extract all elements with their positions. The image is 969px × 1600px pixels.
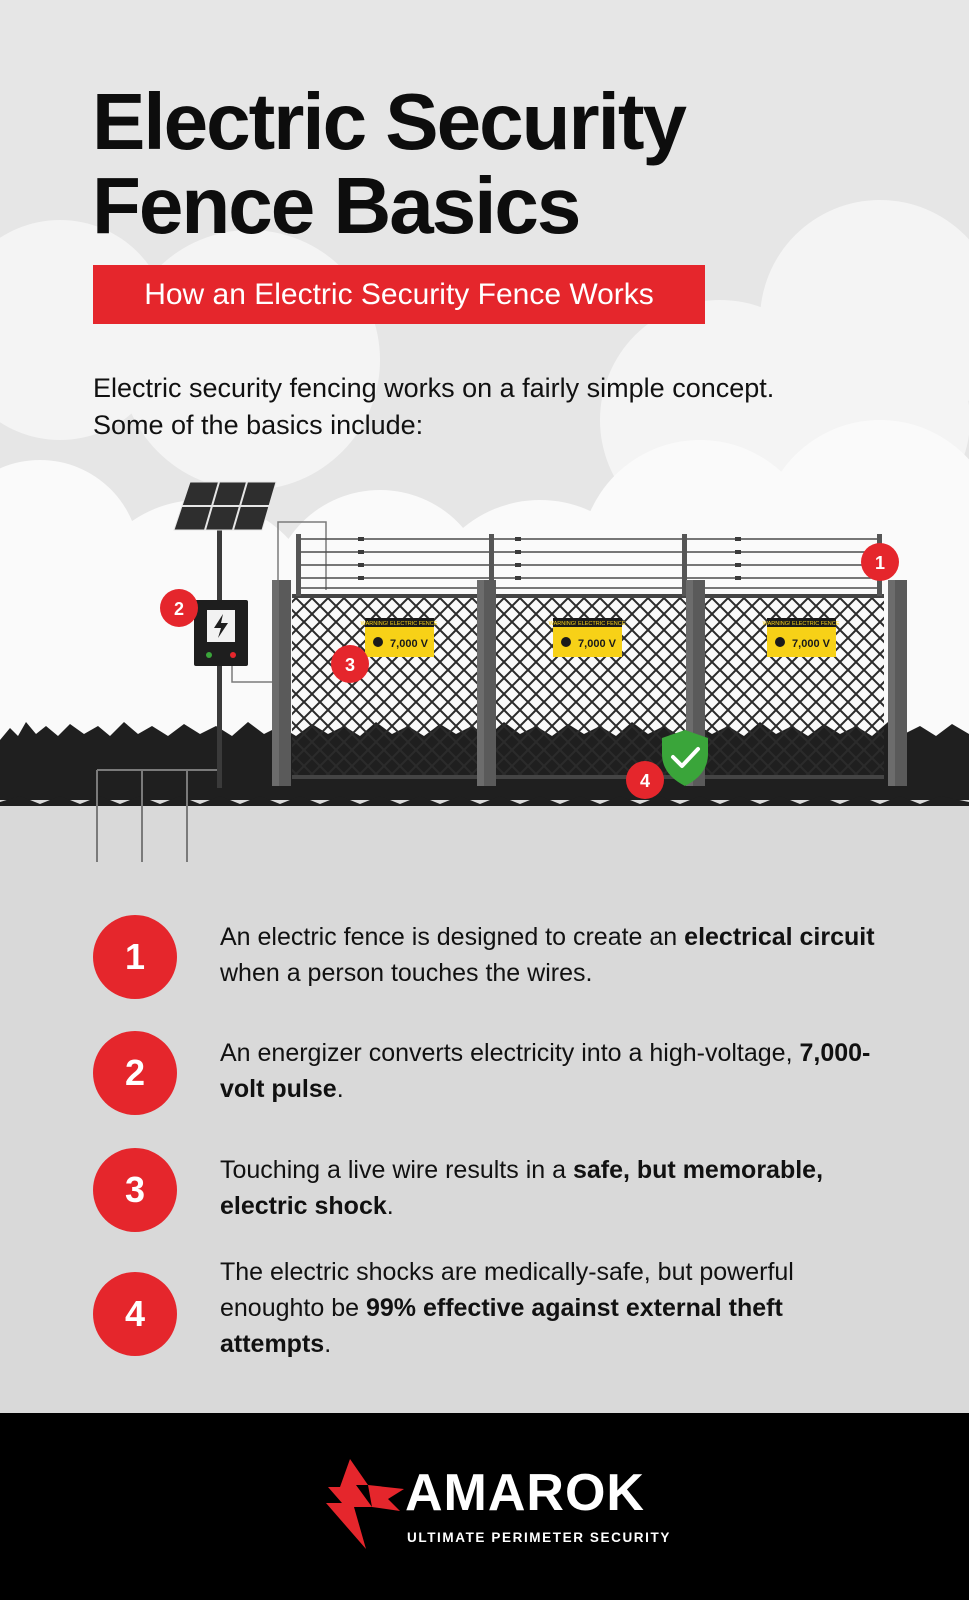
warning-sign-2: WARNING! ELECTRIC FENCE 7,000 V xyxy=(549,618,626,657)
point-text: An electric fence is designed to create … xyxy=(220,923,875,987)
amarok-logo-icon xyxy=(326,1459,404,1549)
number-badge: 1 xyxy=(93,915,177,999)
sign-voltage-text: 7,000 V xyxy=(792,638,831,650)
title-line-1: Electric Security xyxy=(92,77,687,166)
live-wires xyxy=(296,538,882,589)
energizer-box xyxy=(194,600,248,666)
fence-illustration: WARNING! ELECTRIC FENCE 7,000 V WARNING!… xyxy=(0,481,969,890)
subtitle-banner: How an Electric Security Fence Works xyxy=(93,265,705,324)
footer: AMAROK ULTIMATE PERIMETER SECURITY xyxy=(0,1413,969,1600)
shield-check-icon xyxy=(662,730,708,786)
svg-text:4: 4 xyxy=(640,771,650,791)
sign-warning-text: WARNING! ELECTRIC FENCE xyxy=(361,621,438,627)
marker-1: 1 xyxy=(861,543,899,581)
title-line-2: Fence Basics xyxy=(92,161,581,250)
warning-sign-1: WARNING! ELECTRIC FENCE 7,000 V xyxy=(361,618,438,657)
svg-text:1: 1 xyxy=(875,553,885,573)
sign-voltage-text: 7,000 V xyxy=(578,638,617,650)
sign-warning-text: WARNING! ELECTRIC FENCE xyxy=(549,621,626,627)
brand-name: AMAROK xyxy=(405,1464,645,1522)
intro-line-2: Some of the basics include: xyxy=(93,410,424,440)
point-text: Touching a live wire results in a safe, … xyxy=(220,1156,824,1220)
number-badge: 4 xyxy=(93,1272,177,1356)
warning-sign-3: WARNING! ELECTRIC FENCE 7,000 V xyxy=(763,618,840,657)
brand-tagline: ULTIMATE PERIMETER SECURITY xyxy=(407,1530,671,1545)
ground-rods xyxy=(96,769,218,862)
sign-voltage-text: 7,000 V xyxy=(390,638,429,650)
number-badge: 3 xyxy=(93,1148,177,1232)
point-text: An energizer converts electricity into a… xyxy=(220,1039,871,1103)
marker-3: 3 xyxy=(331,645,369,683)
svg-text:2: 2 xyxy=(174,599,184,619)
svg-text:3: 3 xyxy=(345,655,355,675)
intro-line-1: Electric security fencing works on a fai… xyxy=(93,373,775,403)
marker-4: 4 xyxy=(626,761,664,799)
point-text: The electric shocks are medically-safe, … xyxy=(220,1258,794,1358)
page-title: Electric Security Fence Basics xyxy=(92,80,852,248)
intro-text: Electric security fencing works on a fai… xyxy=(93,370,893,444)
sign-warning-text: WARNING! ELECTRIC FENCE xyxy=(763,621,840,627)
marker-2: 2 xyxy=(160,589,198,627)
number-badge: 2 xyxy=(93,1031,177,1115)
